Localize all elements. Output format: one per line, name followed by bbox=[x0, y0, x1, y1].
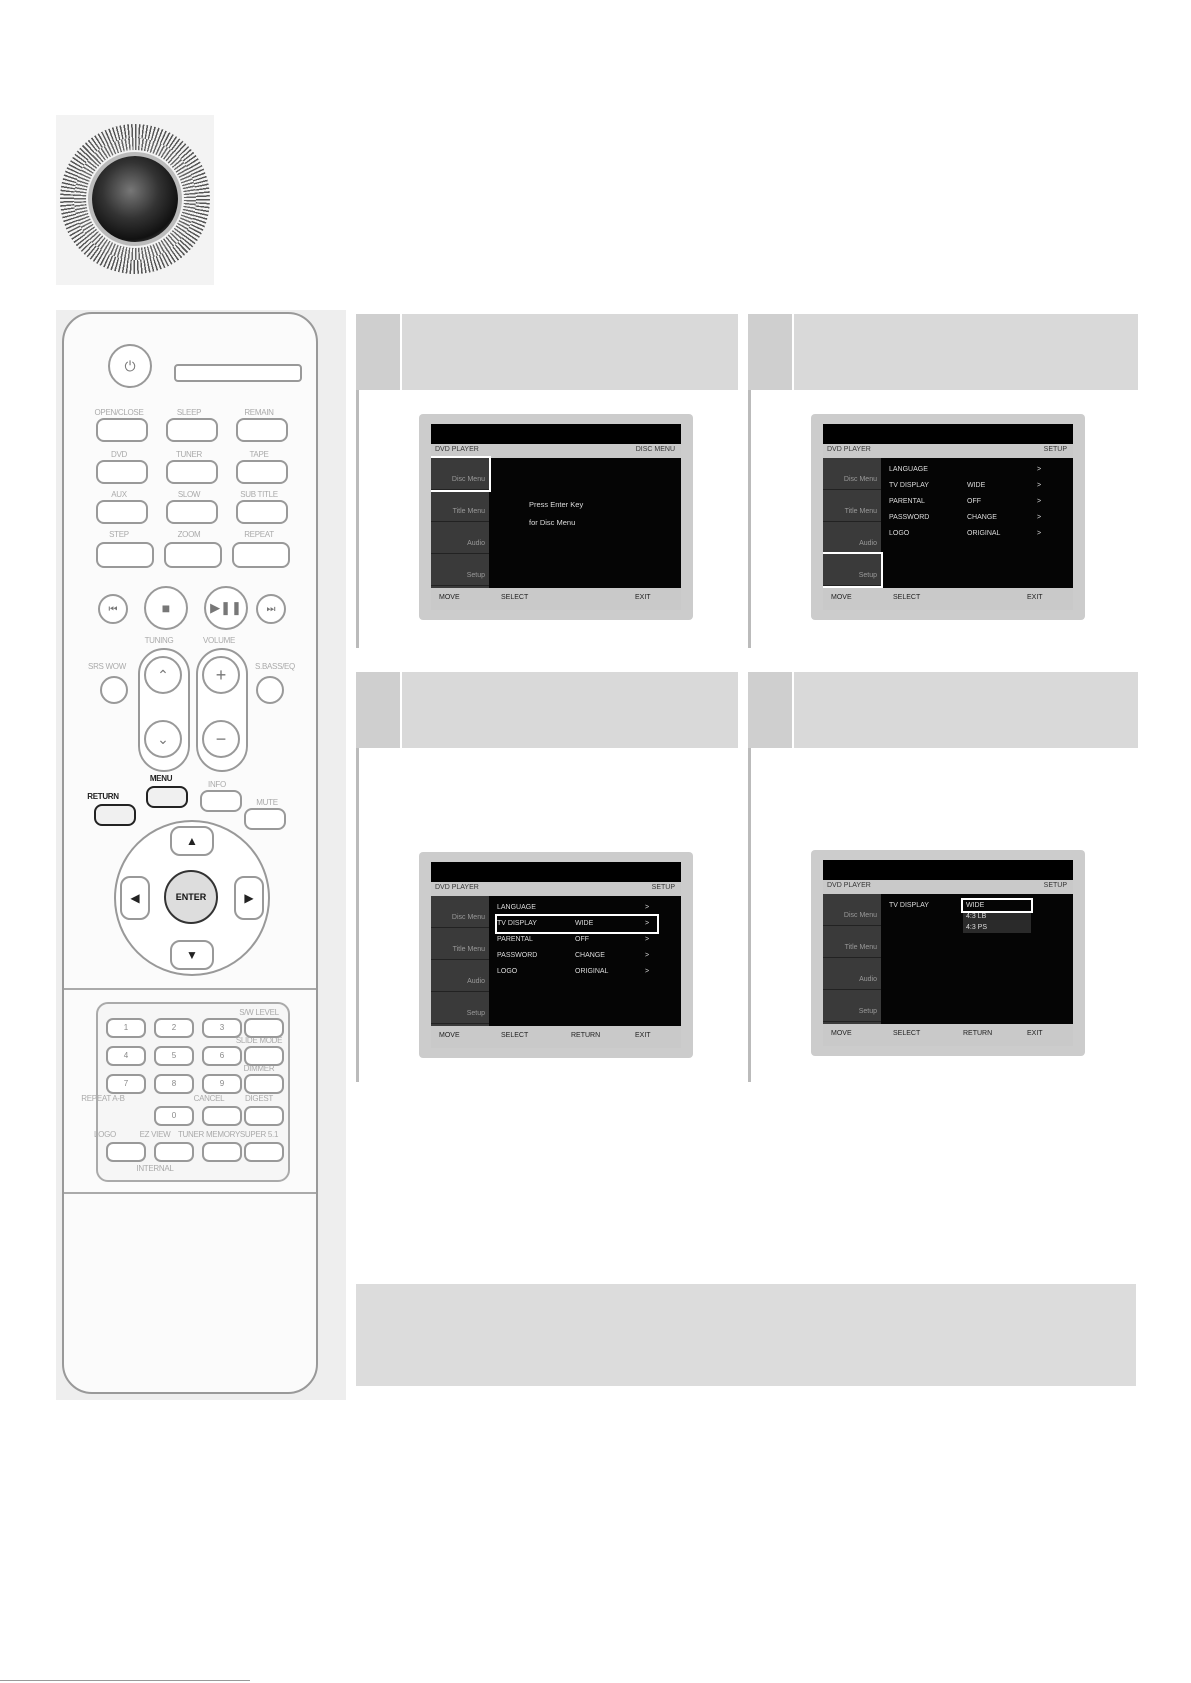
srs-wow-button bbox=[100, 676, 128, 704]
next-icon: ⏭ bbox=[256, 594, 286, 624]
sw-level-key bbox=[244, 1018, 284, 1038]
tv-display-label: TV DISPLAY bbox=[889, 902, 929, 909]
screen-footer: MOVE SELECT RETURN EXIT bbox=[431, 1026, 681, 1048]
zoom-button bbox=[164, 542, 222, 568]
play-pause-icon: ▶❚❚ bbox=[204, 586, 248, 630]
mo-st-button bbox=[166, 500, 218, 524]
step-2-screen: DVD PLAYER SETUP Disc Menu Title Menu Au… bbox=[811, 414, 1085, 620]
tuning-down-icon: ⌄ bbox=[144, 720, 182, 758]
super-5-1-key bbox=[244, 1142, 284, 1162]
key-8: 8 bbox=[154, 1074, 194, 1094]
note-box bbox=[356, 1284, 1136, 1386]
step-button bbox=[96, 542, 154, 568]
down-arrow-icon: ▼ bbox=[170, 940, 214, 970]
step-4-body: DVD PLAYER SETUP Disc Menu Title Menu Au… bbox=[748, 748, 1141, 1082]
step-3-body: DVD PLAYER SETUP Disc Menu Title Menu Au… bbox=[356, 748, 741, 1082]
enter-button: ENTER bbox=[164, 870, 218, 924]
step-4-header bbox=[748, 672, 1138, 748]
prev-icon: ⏮ bbox=[98, 594, 128, 624]
open-close-button bbox=[96, 418, 148, 442]
screen-footer: MOVE SELECT EXIT bbox=[823, 588, 1073, 610]
key-2: 2 bbox=[154, 1018, 194, 1038]
step-3-screen: DVD PLAYER SETUP Disc Menu Title Menu Au… bbox=[419, 852, 693, 1058]
step-1-screen: DVD PLAYER DISC MENU Disc Menu Title Men… bbox=[419, 414, 693, 620]
step-3-number-tab bbox=[356, 672, 402, 748]
info-button bbox=[200, 790, 242, 812]
screen-title-bar: DVD PLAYER SETUP bbox=[431, 882, 681, 896]
screen-footer: MOVE SELECT EXIT bbox=[431, 588, 681, 610]
remote-divider-lower bbox=[64, 1192, 316, 1194]
left-arrow-icon: ◀ bbox=[120, 876, 150, 920]
key-3: 3 bbox=[202, 1018, 242, 1038]
key-0: 0 bbox=[154, 1106, 194, 1126]
screen-sidebar: Disc Menu Title Menu Audio Setup bbox=[823, 458, 883, 588]
subtitle-button bbox=[236, 500, 288, 524]
screen-sidebar: Disc Menu Title Menu Audio Setup bbox=[431, 896, 489, 1026]
key-9: 9 bbox=[202, 1074, 242, 1094]
cancel-key bbox=[202, 1106, 242, 1126]
stop-icon: ■ bbox=[144, 586, 188, 630]
disc-logo bbox=[56, 115, 214, 285]
step-2-number-tab bbox=[748, 314, 794, 390]
digest-key bbox=[244, 1106, 284, 1126]
screen-title-bar: DVD PLAYER DISC MENU bbox=[431, 444, 681, 458]
step-1-number-tab bbox=[356, 314, 402, 390]
slide-mode-key bbox=[244, 1046, 284, 1066]
remain-button bbox=[236, 418, 288, 442]
power-button: ⏻ bbox=[108, 344, 152, 388]
screen-title-bar: DVD PLAYER SETUP bbox=[823, 880, 1073, 894]
screen-title-bar: DVD PLAYER SETUP bbox=[823, 444, 1073, 458]
ez-view-key bbox=[154, 1142, 194, 1162]
mute-button bbox=[244, 808, 286, 830]
volume-down-icon: − bbox=[202, 720, 240, 758]
key-1: 1 bbox=[106, 1018, 146, 1038]
band-button bbox=[166, 460, 218, 484]
footer-rule bbox=[0, 1680, 250, 1681]
dvd-button bbox=[96, 460, 148, 484]
screen-footer: MOVE SELECT RETURN EXIT bbox=[823, 1024, 1073, 1046]
key-7: 7 bbox=[106, 1074, 146, 1094]
sleep-button bbox=[166, 418, 218, 442]
key-5: 5 bbox=[154, 1046, 194, 1066]
step-2-header bbox=[748, 314, 1138, 390]
remote-divider bbox=[64, 988, 316, 990]
speaker-lens-icon bbox=[92, 156, 178, 242]
step-1-header bbox=[356, 314, 738, 390]
right-arrow-icon: ▶ bbox=[234, 876, 264, 920]
step-4-screen: DVD PLAYER SETUP Disc Menu Title Menu Au… bbox=[811, 850, 1085, 1056]
tuner-memory-key bbox=[202, 1142, 242, 1162]
tuning-up-icon: ⌃ bbox=[144, 656, 182, 694]
repeat-button bbox=[232, 542, 290, 568]
tv-display-options: WIDE 4:3 LB 4:3 PS bbox=[961, 898, 1033, 933]
step-2-body: DVD PLAYER SETUP Disc Menu Title Menu Au… bbox=[748, 390, 1141, 648]
aux-button bbox=[96, 500, 148, 524]
tape-button bbox=[236, 460, 288, 484]
step-1-body: DVD PLAYER DISC MENU Disc Menu Title Men… bbox=[356, 390, 741, 648]
screen-message: Press Enter Key for Disc Menu bbox=[529, 500, 584, 527]
key-6: 6 bbox=[202, 1046, 242, 1066]
step-3-header bbox=[356, 672, 738, 748]
remote-control: ⏻ OPEN/CLOSE SLEEP REMAIN DVD TUNER TAPE… bbox=[62, 312, 318, 1394]
menu-button bbox=[146, 786, 188, 808]
logo-key bbox=[106, 1142, 146, 1162]
return-button bbox=[94, 804, 136, 826]
step-4-number-tab bbox=[748, 672, 794, 748]
s-bass-eq-button bbox=[256, 676, 284, 704]
display-window bbox=[174, 364, 302, 382]
screen-sidebar: Disc Menu Title Menu Audio Setup bbox=[823, 894, 881, 1024]
screen-sidebar: Disc Menu Title Menu Audio Setup bbox=[431, 456, 491, 588]
up-arrow-icon: ▲ bbox=[170, 826, 214, 856]
key-4: 4 bbox=[106, 1046, 146, 1066]
dimmer-key bbox=[244, 1074, 284, 1094]
volume-up-icon: + bbox=[202, 656, 240, 694]
